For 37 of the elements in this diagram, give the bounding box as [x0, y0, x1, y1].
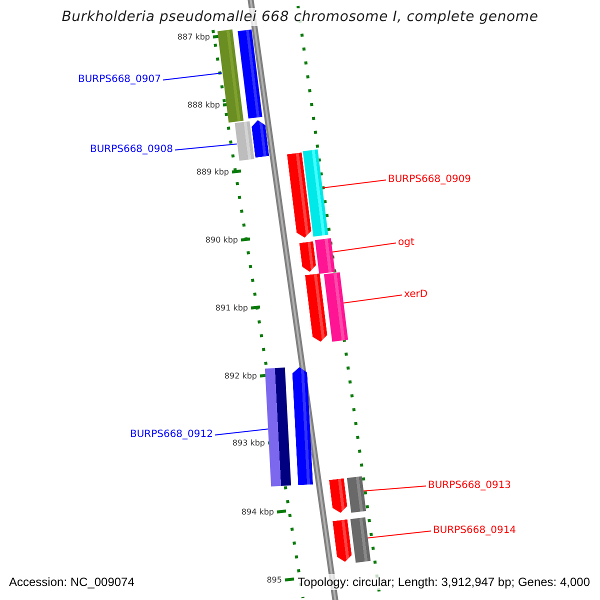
leader-line [214, 428, 269, 436]
position-label: 894 kbp [241, 508, 274, 516]
gene-label: BURPS668_0912 [130, 429, 213, 441]
leader-line [174, 144, 238, 150]
gene-label: BURPS668_0909 [388, 174, 472, 186]
position-label: 887 kbp [177, 32, 210, 42]
gene-feature-bar [324, 272, 348, 342]
gene-block [328, 478, 348, 514]
gene-label: xerD [404, 289, 428, 301]
leader-line [332, 242, 396, 252]
gene-label: BURPS668_0908 [90, 144, 173, 156]
leader-line [321, 180, 386, 188]
gene-block [291, 366, 313, 486]
gene-feature-bar [315, 238, 335, 274]
gene-label: ogt [398, 237, 414, 249]
position-label: 895 [266, 576, 282, 584]
leader-line [362, 486, 426, 492]
gene-feature-bar [264, 368, 292, 486]
gene-label: BURPS668_0914 [433, 525, 516, 537]
gene-block [299, 241, 317, 273]
leader-line [162, 72, 222, 80]
gene-feature-bar [350, 517, 370, 563]
gene-feature-bar [346, 476, 366, 512]
position-label: 891 kbp [215, 304, 248, 312]
gene-label: BURPS668_0913 [428, 480, 512, 492]
gene-block [332, 519, 352, 563]
position-label: 893 kbp [232, 438, 265, 448]
gene-label: BURPS668_0907 [78, 74, 161, 86]
position-label: 890 kbp [205, 236, 238, 244]
accession-text: Accession: NC_009074 [9, 574, 134, 590]
genome-info-text: Topology: circular; Length: 3,912,947 bp; Genes: 4,000 [298, 574, 590, 590]
position-label: 892 kbp [224, 372, 257, 380]
leader-line [343, 294, 402, 304]
position-label: 889 kbp [196, 168, 229, 176]
gene-feature-bar [234, 121, 254, 161]
position-label: 888 kbp [187, 100, 220, 110]
leader-line [366, 530, 432, 538]
